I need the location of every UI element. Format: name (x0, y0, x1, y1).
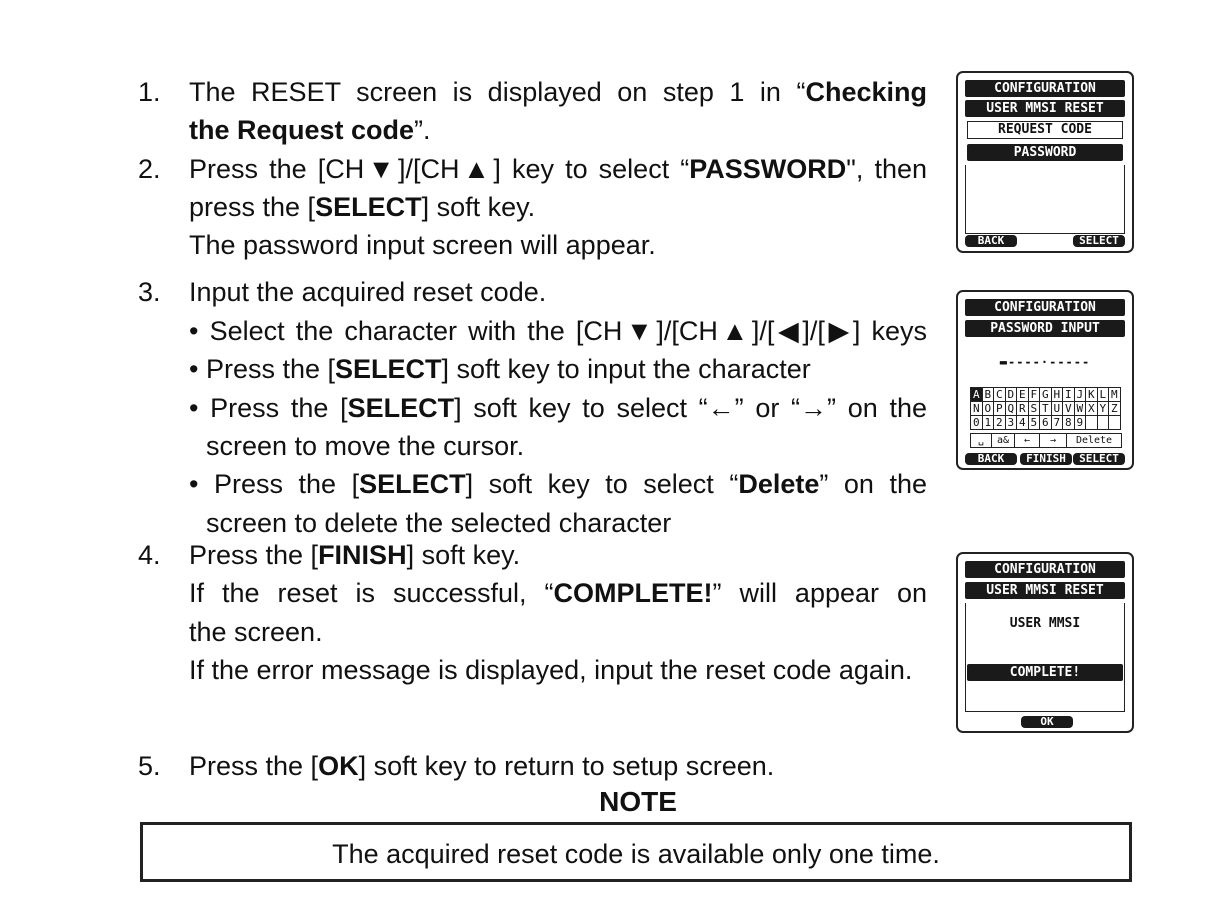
case-key: a& (992, 434, 1015, 447)
character-cell: 9 (1073, 415, 1086, 430)
character-cell: C (993, 387, 1006, 402)
character-cell: U (1050, 401, 1063, 416)
status-complete: COMPLETE! (967, 664, 1123, 681)
step-3-bullet-2: • Press the [SELECT] soft key to input t… (189, 354, 811, 384)
softkey-ok: OK (1021, 716, 1073, 728)
step-3-number: 3. (138, 277, 161, 307)
step-2-number: 2. (138, 154, 161, 184)
step-1-number: 1. (138, 77, 161, 107)
character-cell: 5 (1027, 415, 1040, 430)
softkey-select: SELECT (1073, 453, 1125, 465)
space-key: ␣ (971, 434, 992, 447)
screen-body-frame (965, 165, 1125, 234)
note-text: The acquired reset code is available onl… (332, 839, 940, 869)
character-cell (1108, 415, 1121, 430)
character-cell: 3 (1004, 415, 1017, 430)
character-cell: 2 (993, 415, 1006, 430)
password-entry-field: ▬----·----- (999, 355, 1091, 369)
character-cell: D (1004, 387, 1017, 402)
lcd-screen-password-input: CONFIGURATION PASSWORD INPUT ▬----·-----… (956, 290, 1134, 470)
step-3-line-1: Input the acquired reset code. (189, 277, 547, 307)
note-box: The acquired reset code is available onl… (140, 822, 1132, 882)
character-cell: K (1085, 387, 1098, 402)
character-cell: Y (1096, 401, 1109, 416)
character-cell (1085, 415, 1098, 430)
screen-title: PASSWORD INPUT (965, 320, 1125, 337)
character-cell: X (1085, 401, 1098, 416)
character-cell: G (1039, 387, 1052, 402)
softkey-back: BACK (965, 453, 1017, 465)
screen-title: USER MMSI RESET (965, 100, 1125, 117)
character-cell: L (1096, 387, 1109, 402)
step-2-line-1: Press the [CH▼]/[CH▲] key to select “PAS… (189, 154, 927, 184)
character-cell: 6 (1039, 415, 1052, 430)
note-title: NOTE (599, 786, 677, 817)
step-5-line-1: Press the [OK] soft key to return to set… (189, 751, 775, 781)
character-cell: M (1108, 387, 1121, 402)
character-cell: 1 (981, 415, 994, 430)
character-cell: T (1039, 401, 1052, 416)
character-cell: R (1016, 401, 1029, 416)
step-2-line-2: press the [SELECT] soft key. (189, 192, 536, 222)
character-cell: F (1027, 387, 1040, 402)
screen-body-frame (965, 603, 1125, 712)
step-1-line-1: The RESET screen is displayed on step 1 … (189, 77, 927, 107)
character-cell: B (981, 387, 994, 402)
character-cell: P (993, 401, 1006, 416)
character-grid-controls: ␣ a& ← → Delete (970, 433, 1122, 448)
step-4-line-3: the screen. (189, 617, 323, 647)
softkey-select: SELECT (1073, 235, 1125, 247)
cursor-left-key: ← (1015, 434, 1040, 447)
character-cell: 8 (1062, 415, 1075, 430)
character-cell: E (1016, 387, 1029, 402)
step-4-line-4: If the error message is displayed, input… (189, 655, 913, 685)
step-4-number: 4. (138, 540, 161, 570)
step-2-line-3: The password input screen will appear. (189, 230, 656, 260)
cursor-right-key: → (1040, 434, 1067, 447)
step-5-number: 5. (138, 751, 161, 781)
softkey-finish: FINISH (1020, 453, 1072, 465)
character-cell: I (1062, 387, 1075, 402)
character-cell: J (1073, 387, 1086, 402)
character-cell: Z (1108, 401, 1121, 416)
character-cell: 7 (1050, 415, 1063, 430)
step-3-bullet-3: • Press the [SELECT] soft key to select … (189, 393, 927, 423)
step-4-line-1: Press the [FINISH] soft key. (189, 540, 521, 570)
step-3-bullet-4-cont: screen to delete the selected character (206, 508, 672, 538)
screen-header: CONFIGURATION (965, 561, 1125, 578)
character-cell: Q (1004, 401, 1017, 416)
character-cell (1096, 415, 1109, 430)
character-cell: 0 (970, 415, 983, 430)
screen-header: CONFIGURATION (965, 80, 1125, 97)
character-cell: O (981, 401, 994, 416)
delete-key: Delete (1075, 435, 1113, 446)
user-mmsi-label: USER MMSI (1009, 616, 1081, 631)
character-cell: H (1050, 387, 1063, 402)
character-cell: V (1062, 401, 1075, 416)
step-1-line-2: the Request code”. (189, 115, 431, 145)
step-4-line-2: If the reset is successful, “COMPLETE!” … (189, 578, 928, 608)
menu-item-password: PASSWORD (967, 144, 1123, 161)
lcd-screen-reset-menu: CONFIGURATION USER MMSI RESET REQUEST CO… (956, 71, 1134, 253)
softkey-back: BACK (965, 235, 1017, 247)
character-cell: W (1073, 401, 1086, 416)
lcd-screen-reset-complete: CONFIGURATION USER MMSI RESET USER MMSI … (956, 552, 1134, 733)
character-cell: 4 (1016, 415, 1029, 430)
character-cell: A (970, 387, 983, 402)
step-3-bullet-1: • Select the character with the [CH▼]/[C… (189, 316, 927, 346)
screen-title: USER MMSI RESET (965, 582, 1125, 599)
character-cell: S (1027, 401, 1040, 416)
step-3-bullet-3-cont: screen to move the cursor. (206, 431, 525, 461)
menu-item-request-code: REQUEST CODE (967, 121, 1123, 139)
step-3-bullet-4: • Press the [SELECT] soft key to select … (189, 469, 927, 499)
screen-header: CONFIGURATION (965, 299, 1125, 316)
character-cell: N (970, 401, 983, 416)
